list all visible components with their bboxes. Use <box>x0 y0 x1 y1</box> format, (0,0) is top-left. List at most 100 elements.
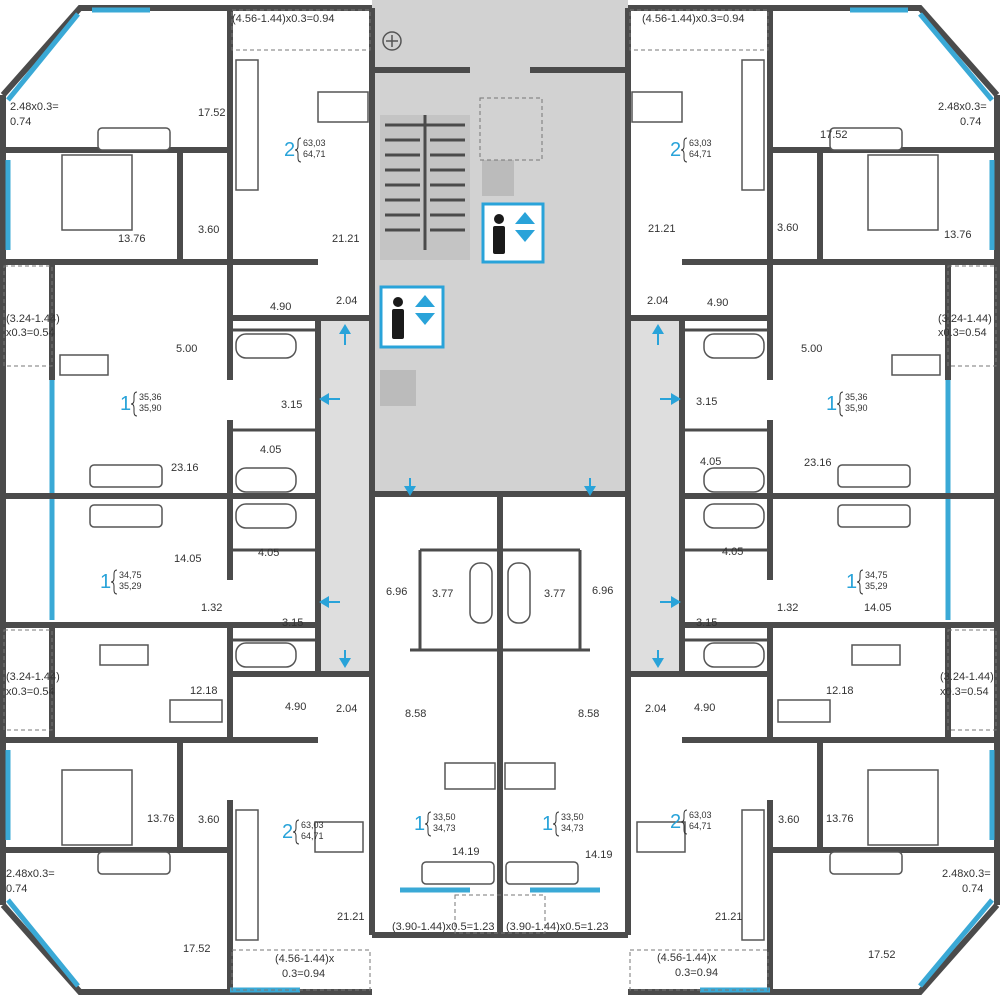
room-area-label: 8.58 <box>578 708 599 720</box>
room-area-label: (4.56-1.44)x <box>275 953 335 965</box>
room-area-label: 13.76 <box>826 813 854 825</box>
room-area-label: 0.74 <box>10 116 31 128</box>
elevator-icon <box>481 202 545 264</box>
apartment-area-with-balcony: 34,73 <box>561 823 584 833</box>
apartment-area-total: 63,03 <box>301 820 324 830</box>
apartment-area-with-balcony: 35,90 <box>139 403 162 413</box>
apartment-area-total: 35,36 <box>139 392 162 402</box>
outer-wall-top-left <box>0 5 233 97</box>
room-area-label: 17.52 <box>198 107 226 119</box>
elevator-icon <box>379 285 445 349</box>
room-area-label: 14.19 <box>585 849 613 861</box>
room-area-label: 2.48x0.3= <box>942 868 991 880</box>
room-area-label: 3.77 <box>432 588 453 600</box>
room-area-label: 0.74 <box>962 883 983 895</box>
room-area-label: 21.21 <box>332 233 360 245</box>
apartment-room-count: 2 <box>282 821 293 843</box>
apartment-area-with-balcony: 35,90 <box>845 403 868 413</box>
apartment-room-count: 1 <box>120 393 131 415</box>
room-area-label: 3.60 <box>777 222 798 234</box>
room-area-label: 23.16 <box>171 462 199 474</box>
room-area-label: (3.24-1.44) <box>6 313 60 325</box>
corridor-left <box>318 318 372 674</box>
room-area-label: 3.15 <box>282 617 303 629</box>
room-area-label: 3.15 <box>281 399 302 411</box>
apartment-area-with-balcony: 64,71 <box>303 149 326 159</box>
room-area-label: 2.04 <box>336 295 357 307</box>
brace-mark <box>680 809 688 835</box>
room-area-label: 5.00 <box>801 343 822 355</box>
room-area-label: (3.24-1.44) <box>940 671 994 683</box>
room-area-label: 1.32 <box>201 602 222 614</box>
balcony-outline <box>947 629 997 731</box>
apartment-area-total: 35,36 <box>845 392 868 402</box>
room-area-label: 21.21 <box>337 911 365 923</box>
room-area-label: 4.05 <box>700 456 721 468</box>
room-area-label: 4.05 <box>258 547 279 559</box>
room-area-label: 2.04 <box>645 703 666 715</box>
room-area-label: 2.04 <box>336 703 357 715</box>
room-area-label: 21.21 <box>715 911 743 923</box>
brace-mark <box>130 391 138 417</box>
room-area-label: (4.56-1.44)x <box>657 952 717 964</box>
balcony-outline <box>629 9 769 51</box>
room-area-label: 3.60 <box>198 224 219 236</box>
room-area-label: 14.05 <box>174 553 202 565</box>
balcony-outline <box>947 265 997 367</box>
apartment-area-total: 63,03 <box>689 810 712 820</box>
room-area-label: (3.24-1.44) <box>938 313 992 325</box>
room-area-label: 6.96 <box>592 585 613 597</box>
apartment-area-total: 34,75 <box>865 570 888 580</box>
room-area-label: 4.05 <box>722 546 743 558</box>
balcony-outline <box>231 949 371 991</box>
apartment-room-count: 1 <box>100 571 111 593</box>
room-area-label: 2.04 <box>647 295 668 307</box>
room-area-label: 2.48x0.3= <box>938 101 987 113</box>
room-area-label: 5.00 <box>176 343 197 355</box>
brace-mark <box>110 569 118 595</box>
balcony-outline <box>3 265 53 367</box>
apartment-area-with-balcony: 64,71 <box>689 149 712 159</box>
brace-mark <box>680 137 688 163</box>
room-area-label: 4.90 <box>285 701 306 713</box>
brace-mark <box>552 811 560 837</box>
room-area-label: 3.15 <box>696 396 717 408</box>
room-area-label: 17.52 <box>183 943 211 955</box>
room-area-label: 12.18 <box>190 685 218 697</box>
balcony-outline <box>3 629 53 731</box>
apartment-area-total: 33,50 <box>561 812 584 822</box>
compass-icon <box>382 31 402 51</box>
balcony-outline <box>629 949 769 991</box>
south-core-walls <box>369 494 631 935</box>
room-area-label: 13.76 <box>147 813 175 825</box>
room-area-label: 4.05 <box>260 444 281 456</box>
apartment-area-total: 34,75 <box>119 570 142 580</box>
brace-mark <box>424 811 432 837</box>
apartment-area-with-balcony: 64,71 <box>689 821 712 831</box>
room-area-label: 4.90 <box>707 297 728 309</box>
room-area-label: (4.56-1.44)x0.3=0.94 <box>232 13 334 25</box>
arrow-icon <box>319 324 681 668</box>
room-area-label: 13.76 <box>944 229 972 241</box>
room-area-label: 0.3=0.94 <box>282 968 325 980</box>
room-area-label: 8.58 <box>405 708 426 720</box>
room-area-label: (3.90-1.44)x0.5=1.23 <box>392 921 494 933</box>
outer-wall-top-right <box>767 5 1000 97</box>
room-area-label: 12.18 <box>826 685 854 697</box>
balcony-outline <box>231 9 371 51</box>
elevator-shaft-1 <box>482 160 514 196</box>
elevator-hall-outline <box>479 97 543 161</box>
apartment-room-count: 1 <box>826 393 837 415</box>
apartment-room-count: 2 <box>670 811 681 833</box>
room-area-label: 2.48x0.3= <box>10 101 59 113</box>
elevator-shaft-2 <box>380 370 416 406</box>
apartment-room-count: 1 <box>414 813 425 835</box>
room-area-label: (3.90-1.44)x0.5=1.23 <box>506 921 608 933</box>
